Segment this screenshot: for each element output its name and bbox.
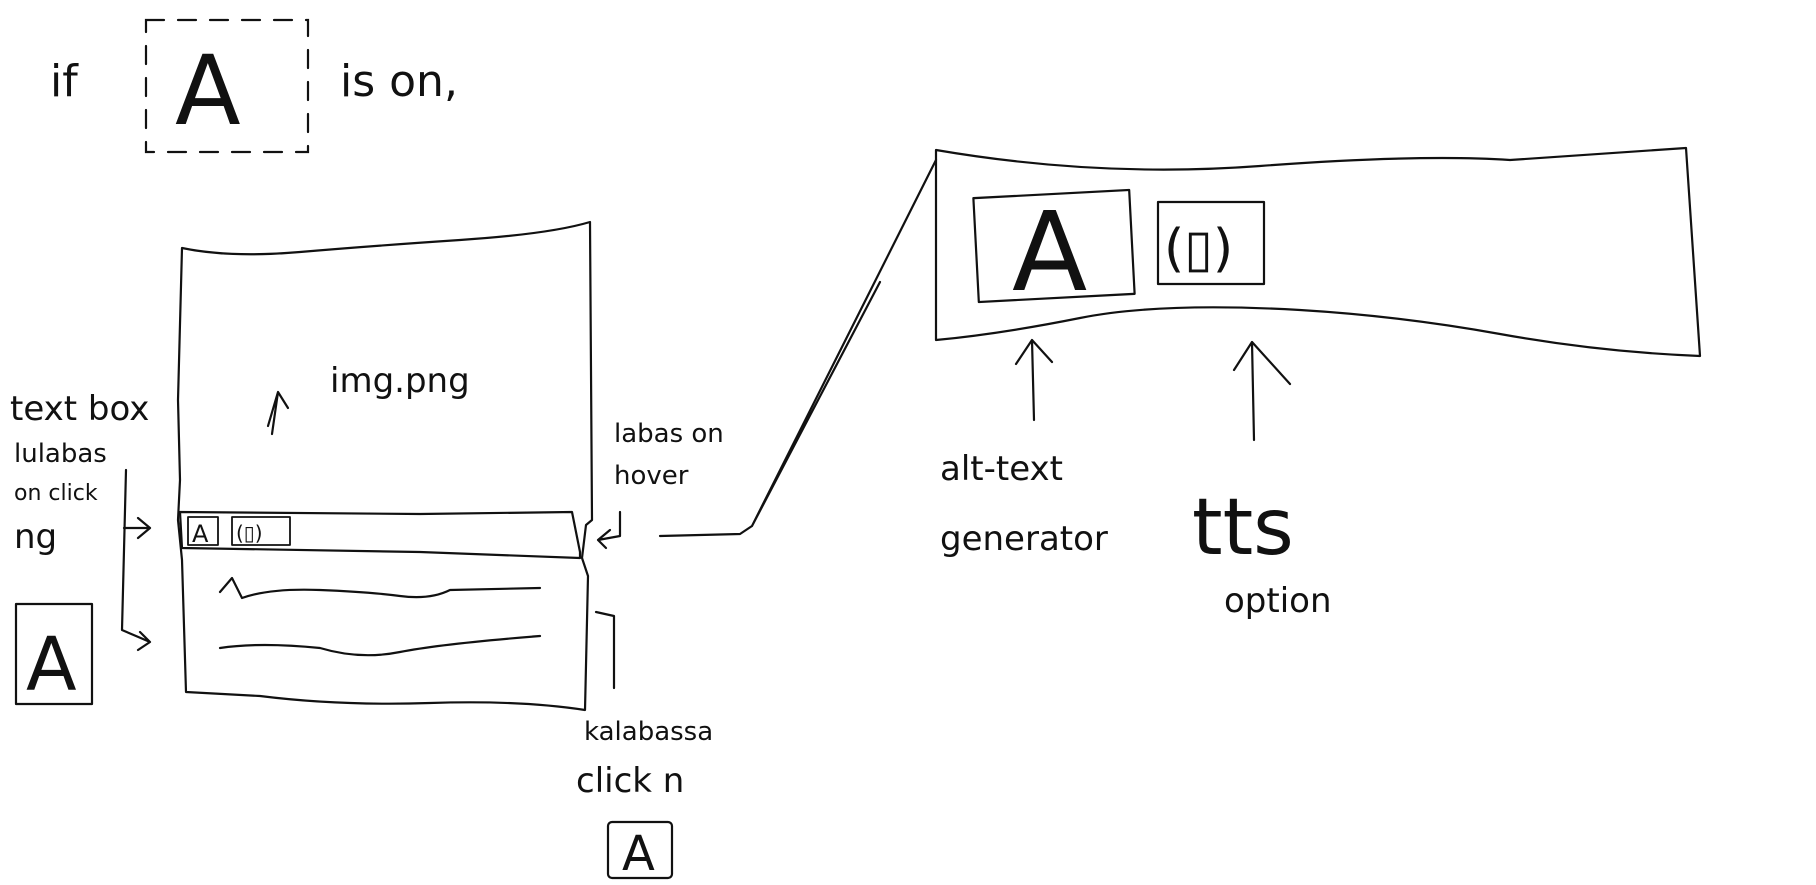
heading-a-icon: A <box>175 35 241 147</box>
bottom-a-icon: A <box>622 826 655 882</box>
image-filename: img.png <box>330 361 470 401</box>
hover-arrow <box>596 510 622 550</box>
image-placeholder: img.png <box>266 361 470 436</box>
heading-toggle-box <box>144 18 310 154</box>
left-a-icon: A <box>26 622 77 708</box>
note-text-box: text box <box>10 389 149 429</box>
heading: if A is on, <box>50 18 458 154</box>
zoom-option-label: option <box>1224 581 1332 621</box>
zoom-a-icon: A <box>1012 188 1087 316</box>
caption-line-2 <box>218 634 542 657</box>
zoom-connector <box>658 158 938 538</box>
toolbar-strip <box>178 510 582 560</box>
zoom-tts-button[interactable] <box>1156 200 1266 286</box>
note-hover: hover <box>614 461 689 491</box>
zoom-alt-text-label: alt-text <box>940 449 1063 489</box>
mockup-toolbar: A (▯) <box>178 510 582 560</box>
tts-arrow <box>1232 340 1292 442</box>
zoom-generator-label: generator <box>940 519 1108 559</box>
toolbar-tts-button[interactable] <box>231 516 291 546</box>
mockup-outline <box>176 220 594 712</box>
note-ng: ng <box>14 517 57 557</box>
zoom-tts-label: tts <box>1192 483 1294 573</box>
caption-line-1 <box>218 576 542 600</box>
upload-arrow-icon <box>266 390 290 436</box>
mockup-panel: img.png A (▯) <box>176 220 594 712</box>
right-notes: labas on hover kalabassa click n A <box>576 419 724 882</box>
zoom-alt-text-button[interactable] <box>972 188 1136 304</box>
caption-lines <box>218 576 542 657</box>
note-kalabassa: kalabassa <box>584 717 713 747</box>
arrow-to-caption <box>120 468 152 652</box>
caption-bracket <box>594 610 616 690</box>
alt-text-arrow <box>1014 338 1054 422</box>
note-click-n: click n <box>576 761 684 801</box>
toolbar-speaker-icon: (▯) <box>236 521 263 545</box>
zoom-panel-outline <box>934 146 1702 358</box>
left-notes: text box lulabas on click ng A <box>10 389 152 708</box>
heading-prefix: if <box>50 56 79 107</box>
heading-suffix: is on, <box>340 56 458 107</box>
zoomed-toolbar: A (▯) alt-text generator tts option <box>934 146 1702 621</box>
bottom-a-button <box>606 820 674 880</box>
left-a-button <box>14 602 94 706</box>
zoom-speaker-icon: (▯) <box>1164 219 1233 279</box>
toolbar-a-icon: A <box>192 520 209 548</box>
note-lulabas: lulabas <box>14 439 107 469</box>
note-labas-on: labas on <box>614 419 724 449</box>
toolbar-alt-text-button[interactable] <box>187 516 219 546</box>
arrow-to-toolbar <box>122 516 152 540</box>
note-on-click: on click <box>14 481 98 506</box>
